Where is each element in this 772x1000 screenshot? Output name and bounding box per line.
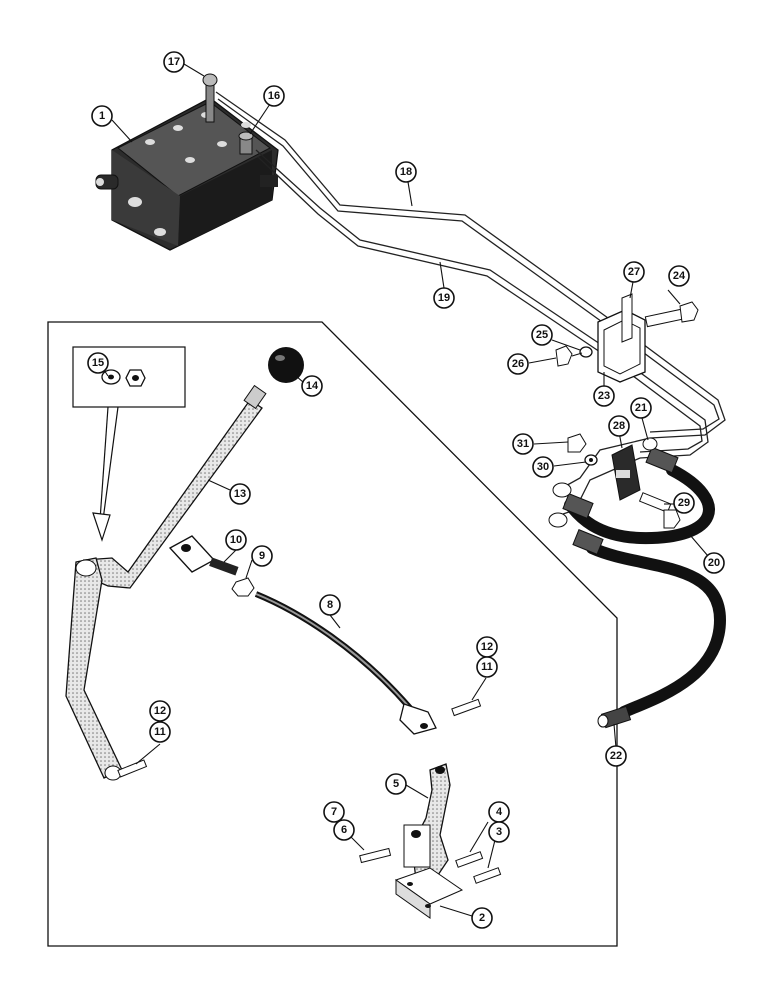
callout-3: 3 [488,821,510,843]
hose-end-fitting [597,705,632,729]
callout-label: 31 [517,438,529,450]
valve-fitting [238,131,254,155]
nut-detail-inset [72,346,186,408]
callout-label: 25 [536,329,548,341]
callout-label: 6 [341,824,347,836]
callout-label: 19 [438,292,450,304]
callout-label: 21 [635,402,647,414]
callout-17: 17 [163,51,185,73]
hydraulic-hoses [548,437,727,718]
callout-8: 8 [319,594,341,616]
callout-label: 1 [99,110,105,122]
callout-14: 14 [301,375,323,397]
callout-24: 24 [668,265,690,287]
control-lever [65,384,267,781]
valve-control-handle [202,73,218,123]
callout-5: 5 [385,773,407,795]
callout-label: 15 [92,357,104,369]
callout-label: 18 [400,166,412,178]
callout-11-lever: 11 [149,721,171,743]
clamp-bolt [644,301,699,328]
lever-lower-pin [117,759,148,778]
callout-label: 8 [327,599,333,611]
callout-label: 12 [481,641,493,653]
callout-label: 20 [708,557,720,569]
detail-pointer-arrow [92,406,119,542]
leader-lines [103,63,709,917]
callout-25: 25 [531,324,553,346]
callout-10: 10 [225,529,247,551]
callout-label: 7 [331,806,337,818]
callout-label: 23 [598,390,610,402]
hose-clamp-bolt [638,492,681,529]
bracket-pins [359,847,502,884]
callout-12-lever: 12 [149,700,171,722]
callout-label: 26 [512,358,524,370]
callout-30: 30 [532,456,554,478]
callout-28: 28 [608,415,630,437]
callout-1: 1 [91,105,113,127]
callout-label: 24 [673,270,686,282]
callout-15: 15 [87,352,109,374]
callout-label: 11 [481,661,493,673]
callout-label: 29 [678,497,690,509]
tube-clamp-bracket [597,293,646,383]
callout-23: 23 [593,385,615,407]
callout-29: 29 [673,492,695,514]
callout-label: 22 [610,750,622,762]
callout-20: 20 [703,552,725,574]
linkage-inset-border [47,321,618,947]
rod-clevis-pin [451,698,482,717]
callout-label: 10 [230,534,242,546]
callout-label: 3 [496,826,502,838]
callout-label: 12 [154,705,166,717]
control-valve-body [95,97,279,251]
hydraulic-tubes [215,91,726,516]
callout-label: 4 [496,806,503,818]
callout-label: 27 [628,266,640,278]
hose-clamp [611,444,641,501]
callout-21: 21 [630,397,652,419]
callout-label: 16 [268,90,280,102]
callout-2: 2 [471,907,493,929]
detail-nut-washer [101,369,146,387]
callout-label: 14 [306,380,319,392]
callout-19: 19 [433,287,455,309]
callout-13: 13 [229,483,251,505]
callout-label: 5 [393,778,399,790]
callout-label: 13 [234,488,246,500]
callout-26: 26 [507,353,529,375]
callout-18: 18 [395,161,417,183]
callout-label: 11 [154,726,166,738]
callout-27: 27 [623,261,645,283]
linkage-bracket [403,763,451,885]
hose-clamp-washer-nut [567,433,598,466]
callout-label: 9 [259,550,265,562]
clamp-nut-washer [555,345,593,367]
callout-6: 6 [333,819,355,841]
callout-4: 4 [488,801,510,823]
jam-nut [231,577,255,597]
control-rod [254,591,437,735]
base-plate [394,867,464,919]
callout-9: 9 [251,545,273,567]
callout-label: 2 [479,912,485,924]
lever-knob [268,347,304,383]
callout-22: 22 [605,745,627,767]
callout-16: 16 [263,85,285,107]
callout-label: 17 [168,56,180,68]
callout-label: 30 [537,461,549,473]
callout-31: 31 [512,433,534,455]
rod-clevis [168,535,239,576]
callout-label: 28 [613,420,625,432]
callout-7: 7 [323,801,345,823]
callout-12-rod: 12 [476,636,498,658]
callout-11-rod: 11 [476,656,498,678]
